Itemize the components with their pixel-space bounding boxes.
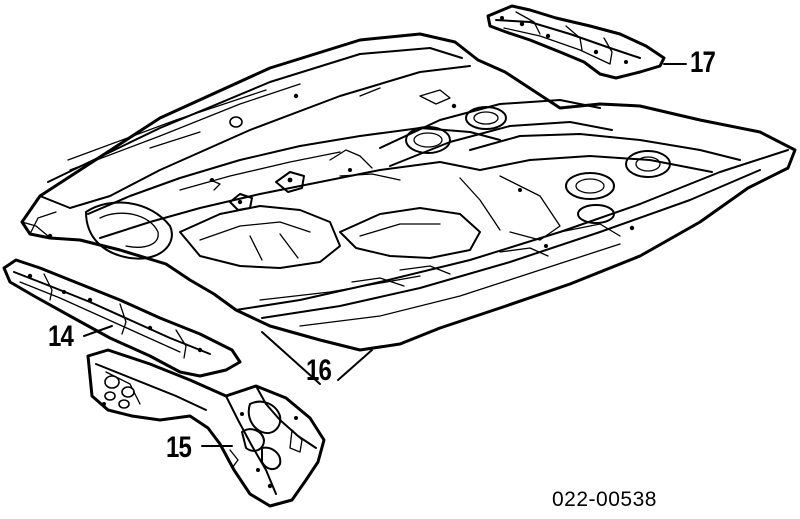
callout-16: 16 — [306, 354, 332, 387]
part-17-rear-crossmember — [486, 4, 666, 80]
callout-15: 15 — [166, 431, 192, 464]
part-code-label: 022-00538 — [552, 488, 657, 511]
leader-14 — [83, 325, 113, 337]
callout-14: 14 — [48, 320, 74, 353]
leader-16-a — [261, 331, 321, 385]
part-14-front-crossmember — [2, 258, 242, 378]
callout-17: 17 — [690, 46, 716, 79]
leader-16-b — [337, 349, 373, 381]
part-16-floor-pan — [20, 32, 797, 352]
part-15-bracket-panel — [86, 348, 326, 508]
